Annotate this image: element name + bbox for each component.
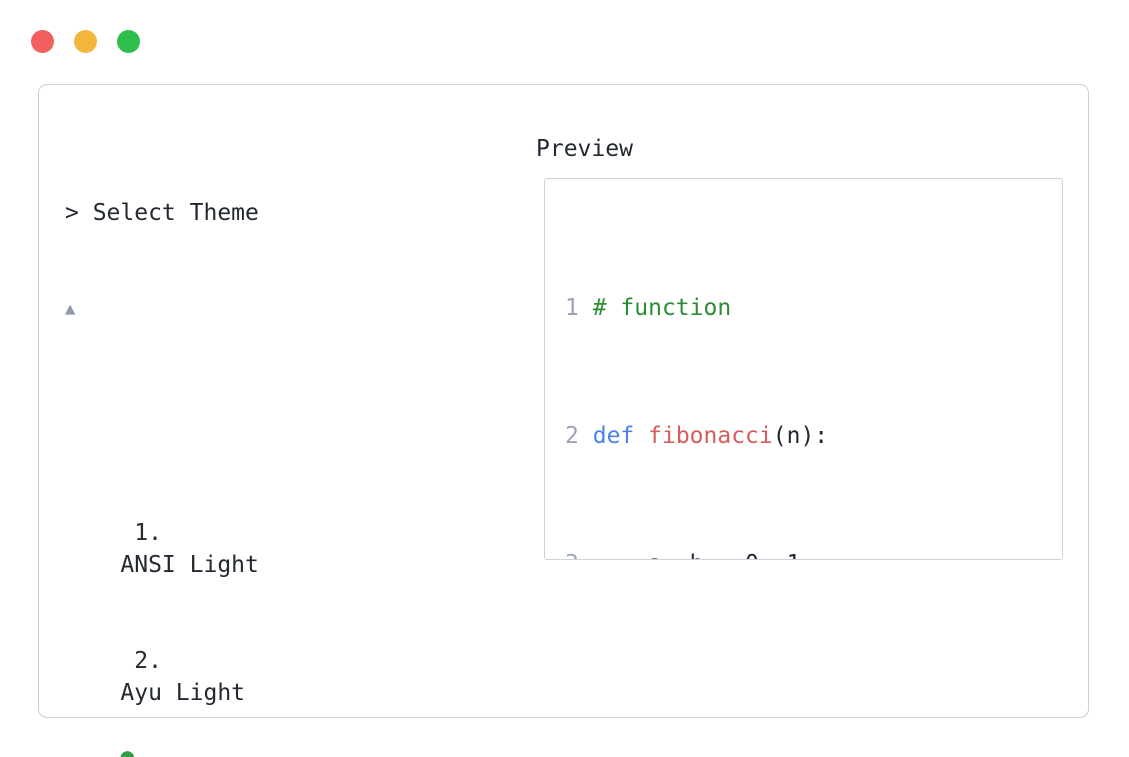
theme-item-name: Ayu Light: [120, 680, 246, 706]
code-line: 3 a, b = 0, 1: [565, 548, 1062, 559]
code-segment: fibonacci: [648, 423, 773, 449]
code-preview: 1 # function 2 def fibonacci(n): 3 a, b …: [545, 179, 1062, 559]
code-segment: (n):: [772, 423, 829, 449]
preview-pane: 1 # function 2 def fibonacci(n): 3 a, b …: [544, 178, 1063, 560]
close-button-icon[interactable]: [31, 30, 54, 53]
select-theme-prompt: > Select Theme: [65, 200, 259, 226]
theme-item-name: ANSI Light: [120, 552, 259, 578]
code-segment: a, b = 0, 1: [579, 551, 800, 559]
code-segment: [579, 423, 593, 449]
theme-list-item[interactable]: ● 3. Default Light: [65, 709, 882, 757]
theme-list: 1. ANSI Light 2. Ayu Light ● 3. Default …: [65, 389, 882, 757]
scroll-up-icon[interactable]: ▲: [65, 299, 76, 319]
code-segment: [634, 423, 648, 449]
code-line: 1 # function: [565, 292, 1062, 324]
code-segment: 3: [565, 551, 579, 559]
theme-item-number: 2.: [134, 648, 162, 674]
theme-list-item[interactable]: 2. Ayu Light: [65, 581, 882, 706]
code-segment: 2: [565, 423, 579, 449]
code-segment: [579, 295, 593, 321]
theme-item-number: 1.: [134, 520, 162, 546]
code-line: 2 def fibonacci(n):: [565, 420, 1062, 452]
theme-picker-window: > Select Theme ▲ 1. ANSI Light 2. Ayu Li…: [38, 84, 1089, 757]
theme-list-panel: > Select Theme ▲ 1. ANSI Light 2. Ayu Li…: [65, 133, 882, 757]
code-segment: def: [592, 423, 635, 449]
selected-bullet-icon: ●: [120, 744, 135, 757]
zoom-button-icon[interactable]: [117, 30, 140, 53]
preview-title: Preview: [536, 136, 633, 162]
theme-list-item[interactable]: 1. ANSI Light: [65, 453, 882, 578]
window-controls: [31, 30, 140, 53]
code-segment: # function: [592, 295, 732, 321]
code-segment: 1: [565, 295, 579, 321]
minimize-button-icon[interactable]: [74, 30, 97, 53]
